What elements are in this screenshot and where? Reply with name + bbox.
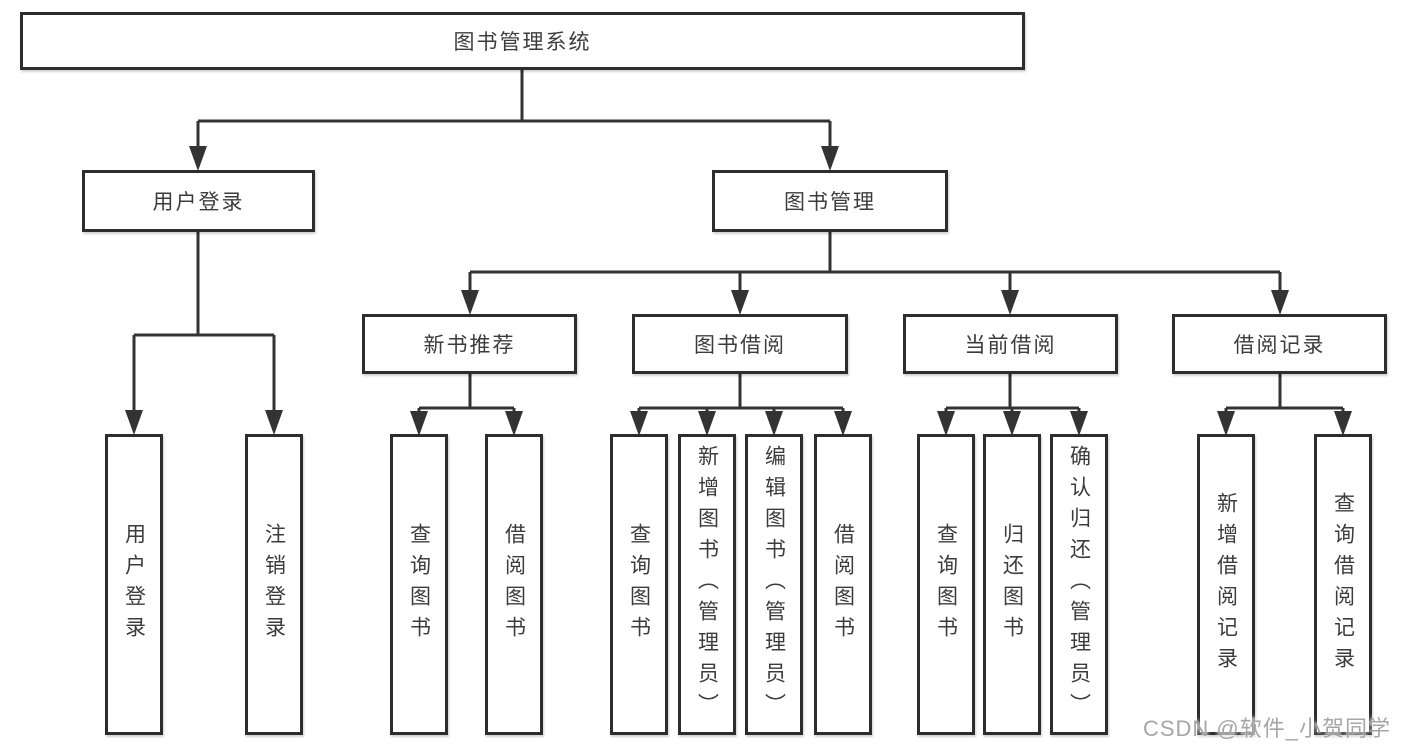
leaf-borrow-books-label: 借阅图书: [831, 522, 855, 647]
leaf-return-books-label: 归还图书: [1000, 522, 1024, 647]
leaf-query-borrow-record-label: 查询借阅记录: [1331, 491, 1355, 678]
node-new-book-recommend: 新书推荐: [362, 314, 577, 374]
leaf-borrow-books-recommend: 借阅图书: [485, 434, 543, 735]
arrowheads: [125, 146, 1352, 436]
node-book-borrowing: 图书借阅: [632, 314, 848, 374]
leaf-query-borrow-record: 查询借阅记录: [1314, 434, 1372, 735]
leaf-edit-books-admin-label: 编辑图书（管理员）: [762, 445, 786, 724]
node-borrowing-records-label: 借阅记录: [1233, 334, 1326, 357]
node-user-login-label: 用户登录: [152, 191, 245, 214]
node-borrowing-records: 借阅记录: [1172, 314, 1387, 374]
leaf-user-login: 用户登录: [105, 434, 163, 735]
leaf-query-books-current: 查询图书: [917, 434, 975, 735]
node-current-borrowing-label: 当前借阅: [964, 334, 1057, 357]
node-library-system-label: 图书管理系统: [453, 31, 592, 54]
leaf-confirm-return-admin: 确认归还（管理员）: [1050, 434, 1108, 735]
leaf-query-books-borrowing-label: 查询图书: [627, 522, 651, 647]
leaf-add-borrow-record: 新增借阅记录: [1197, 434, 1255, 735]
node-book-borrowing-label: 图书借阅: [694, 334, 786, 357]
leaf-confirm-return-admin-label: 确认归还（管理员）: [1067, 445, 1091, 724]
leaf-query-books-recommend-label: 查询图书: [407, 522, 431, 647]
leaf-add-borrow-record-label: 新增借阅记录: [1214, 491, 1238, 678]
leaf-query-books-current-label: 查询图书: [934, 522, 958, 647]
leaf-user-login-label: 用户登录: [122, 522, 146, 647]
leaf-borrow-books: 借阅图书: [814, 434, 872, 735]
leaf-edit-books-admin: 编辑图书（管理员）: [745, 434, 803, 735]
leaf-add-books-admin-label: 新增图书（管理员）: [695, 445, 719, 724]
leaf-query-books-borrowing: 查询图书: [610, 434, 668, 735]
csdn-watermark: CSDN @软件_小贺同学: [1142, 716, 1391, 741]
leaf-add-books-admin: 新增图书（管理员）: [678, 434, 736, 735]
node-book-management: 图书管理: [712, 170, 948, 232]
leaf-logout-label: 注销登录: [262, 522, 286, 647]
leaf-query-books-recommend: 查询图书: [390, 434, 448, 735]
node-new-book-recommend-label: 新书推荐: [423, 334, 516, 357]
leaf-borrow-books-recommend-label: 借阅图书: [502, 522, 526, 647]
leaf-return-books: 归还图书: [983, 434, 1041, 735]
node-library-system: 图书管理系统: [20, 12, 1025, 70]
node-current-borrowing: 当前借阅: [903, 314, 1118, 374]
node-user-login: 用户登录: [82, 170, 315, 232]
node-book-management-label: 图书管理: [784, 191, 876, 214]
leaf-logout: 注销登录: [245, 434, 303, 735]
